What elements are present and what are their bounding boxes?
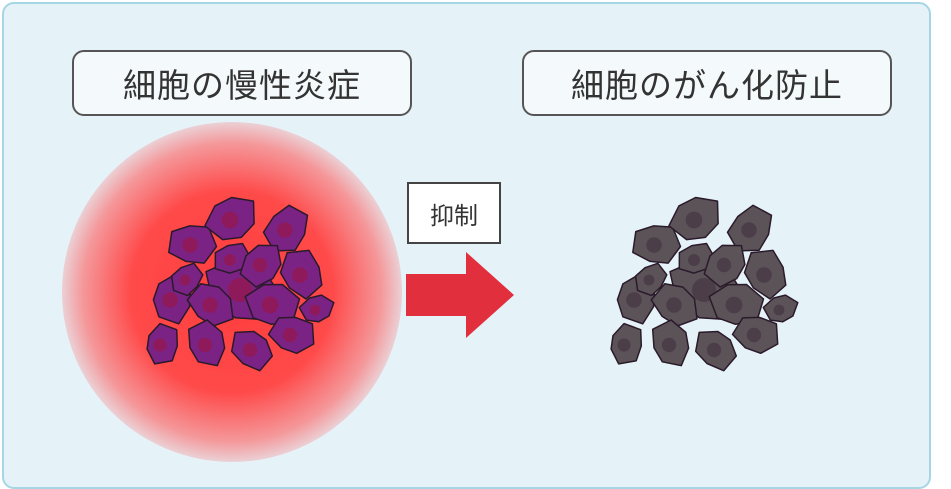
cell-nucleus: [202, 297, 218, 313]
cell-nucleus: [643, 274, 655, 286]
healthy-cell-cluster: [610, 196, 799, 372]
cell-nucleus: [261, 296, 279, 314]
cell-nucleus: [756, 267, 772, 283]
cell-nucleus: [725, 296, 743, 314]
cell-nucleus: [688, 254, 700, 266]
cell-nucleus: [716, 257, 732, 273]
cell-nucleus: [179, 274, 191, 286]
cell-nucleus: [309, 304, 321, 316]
chronic-inflammation-label: 細胞の慢性炎症: [72, 50, 412, 116]
cell-nucleus: [292, 267, 308, 283]
diagram-frame: 細胞の慢性炎症 細胞のがん化防止 抑制: [2, 2, 931, 489]
cell-nucleus: [242, 342, 258, 358]
cell-nucleus: [661, 337, 677, 353]
cell-nucleus: [197, 337, 213, 353]
cell-nucleus: [746, 327, 762, 343]
cell-nucleus: [182, 237, 198, 253]
cell-nucleus: [666, 297, 682, 313]
cell-nucleus: [706, 342, 722, 358]
cell-nucleus: [626, 292, 642, 308]
cell-nucleus: [252, 257, 268, 273]
cell-nucleus: [773, 304, 785, 316]
right-arrow-icon: [406, 252, 514, 338]
cell-nucleus: [282, 327, 298, 343]
cell-nucleus: [153, 338, 167, 352]
cell-nucleus: [617, 338, 631, 352]
cancer-prevention-label: 細胞のがん化防止: [522, 50, 892, 116]
cell-nucleus: [741, 222, 757, 238]
inflamed-cell-cluster: [146, 196, 335, 372]
cell-nucleus: [224, 254, 236, 266]
cell-nucleus: [685, 211, 703, 229]
cell-nucleus: [162, 292, 178, 308]
cell-nucleus: [646, 237, 662, 253]
cell-nucleus: [221, 211, 239, 229]
suppression-label: 抑制: [407, 182, 501, 244]
cell-nucleus: [277, 222, 293, 238]
